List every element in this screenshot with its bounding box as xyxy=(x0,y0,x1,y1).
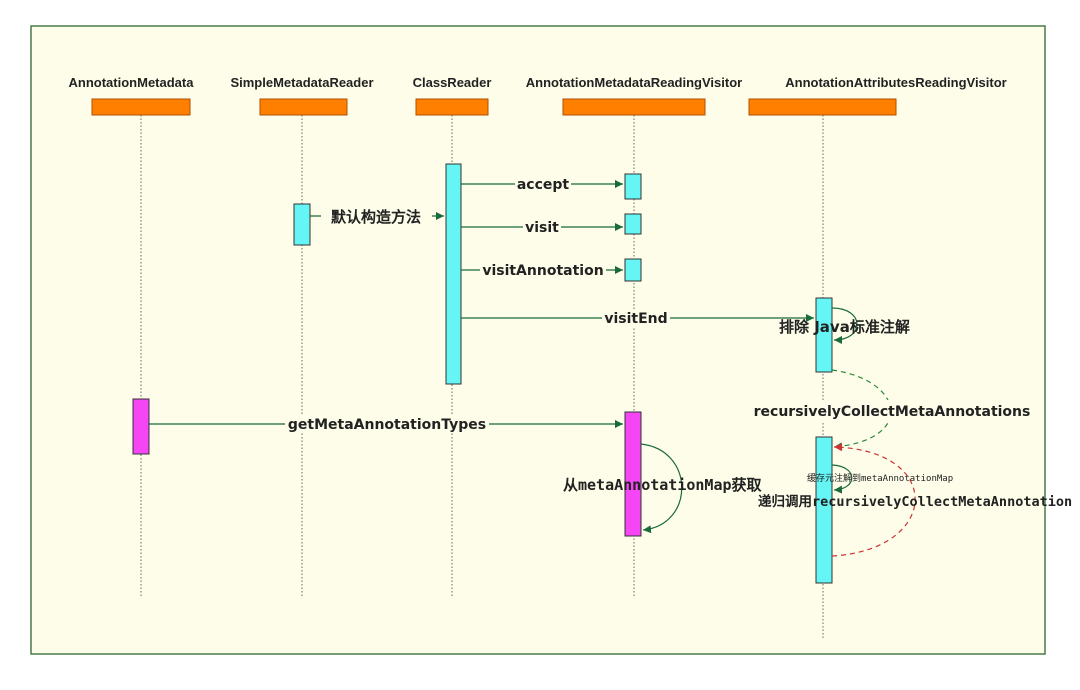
participant-box-class-reader xyxy=(415,98,489,116)
participant-label-annotation-metadata-reading-visitor: AnnotationMetadataReadingVisitor xyxy=(526,75,742,90)
label-bg-visit xyxy=(523,218,561,236)
activation-recursive xyxy=(815,436,833,584)
activation-annotation-metadata xyxy=(132,398,150,455)
label-bg-visit-annotation xyxy=(480,261,606,279)
label-bg-default-constructor xyxy=(321,206,432,226)
message-cache-meta: 缓存元注解到metaAnnotationMap xyxy=(807,472,953,484)
participant-label-annotation-attributes-reading-visitor: AnnotationAttributesReadingVisitor xyxy=(785,75,1006,90)
activation-simple-metadata-reader xyxy=(293,203,311,246)
activation-get-meta-annotation-types xyxy=(624,411,642,537)
activation-visit xyxy=(624,213,642,235)
participant-label-simple-metadata-reader: SimpleMetadataReader xyxy=(230,75,373,90)
message-from-map: 从metaAnnotationMap获取 xyxy=(563,476,763,494)
activation-class-reader xyxy=(445,163,462,385)
message-accept: accept xyxy=(517,177,570,193)
participant-box-annotation-metadata-reading-visitor xyxy=(562,98,706,116)
participant-box-annotation-metadata xyxy=(91,98,191,116)
message-visit-annotation: visitAnnotation xyxy=(482,263,603,279)
message-get-meta-annotation-types: getMetaAnnotationTypes xyxy=(288,417,486,433)
label-bg-visit-end xyxy=(602,309,670,327)
self-call-recursive xyxy=(831,443,916,557)
participant-box-simple-metadata-reader xyxy=(259,98,348,116)
participant-box-annotation-attributes-reading-visitor xyxy=(748,98,897,116)
message-exclude-java: 排除 Java标准注解 xyxy=(779,318,910,336)
message-visit-end: visitEnd xyxy=(604,311,667,327)
label-bg-accept xyxy=(515,175,571,193)
message-recursively-collect: recursivelyCollectMetaAnnotations xyxy=(754,404,1031,420)
self-call-from-map xyxy=(640,443,683,534)
activation-visit-end xyxy=(815,297,833,373)
activation-visit-annotation xyxy=(624,258,642,282)
diagram-frame xyxy=(30,25,1046,655)
self-call-cache-meta xyxy=(831,464,853,494)
message-recursive-call: 递归调用recursivelyCollectMetaAnnotation xyxy=(758,493,1072,510)
message-visit: visit xyxy=(525,220,559,236)
message-default-constructor: 默认构造方法 xyxy=(331,208,421,226)
participant-label-class-reader: ClassReader xyxy=(413,75,492,90)
label-bg-get-meta-annotation-types xyxy=(285,415,489,433)
label-bg-recursively-collect xyxy=(750,400,1034,422)
self-call-exclude-java xyxy=(831,307,858,344)
participant-label-annotation-metadata: AnnotationMetadata xyxy=(69,75,195,90)
activation-accept xyxy=(624,173,642,200)
